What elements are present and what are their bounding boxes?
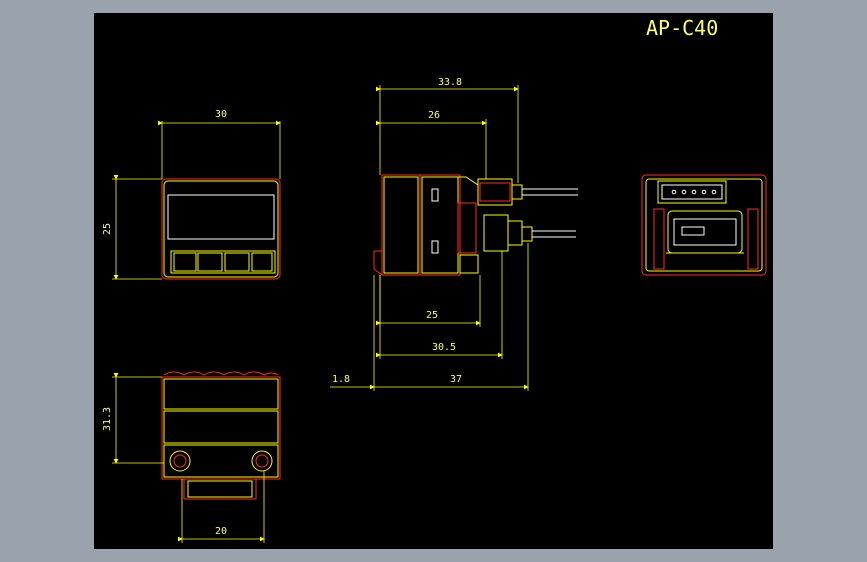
cad-drawing: AP-C40 30 25 bbox=[102, 16, 767, 543]
side-overall-label: 33.8 bbox=[438, 77, 462, 88]
front-width-label: 30 bbox=[215, 109, 227, 120]
bottom-dim-width bbox=[178, 471, 265, 543]
side-lower-label-1: 25 bbox=[426, 310, 438, 321]
bottom-view bbox=[161, 371, 281, 500]
bottom-width-label: 20 bbox=[215, 526, 227, 537]
side-dim-top bbox=[376, 85, 519, 183]
front-dim-height bbox=[112, 175, 162, 280]
bottom-height-label: 31.3 bbox=[102, 407, 113, 431]
cad-viewport[interactable]: AP-C40 30 25 bbox=[94, 13, 773, 549]
front-height-label: 25 bbox=[102, 223, 113, 235]
front-dim-width bbox=[158, 120, 281, 179]
side-lower-label-2: 30.5 bbox=[432, 342, 456, 353]
side-body-label: 26 bbox=[428, 110, 440, 121]
rear-view bbox=[641, 174, 767, 276]
side-view-leads bbox=[522, 188, 578, 238]
front-view bbox=[161, 178, 281, 280]
drawing-title: AP-C40 bbox=[646, 16, 718, 40]
side-offset-label: 1.8 bbox=[332, 374, 350, 385]
side-dim-bottom bbox=[330, 243, 529, 391]
side-view bbox=[373, 174, 533, 276]
bottom-dim-height bbox=[112, 373, 164, 464]
side-total-label: 37 bbox=[450, 374, 462, 385]
